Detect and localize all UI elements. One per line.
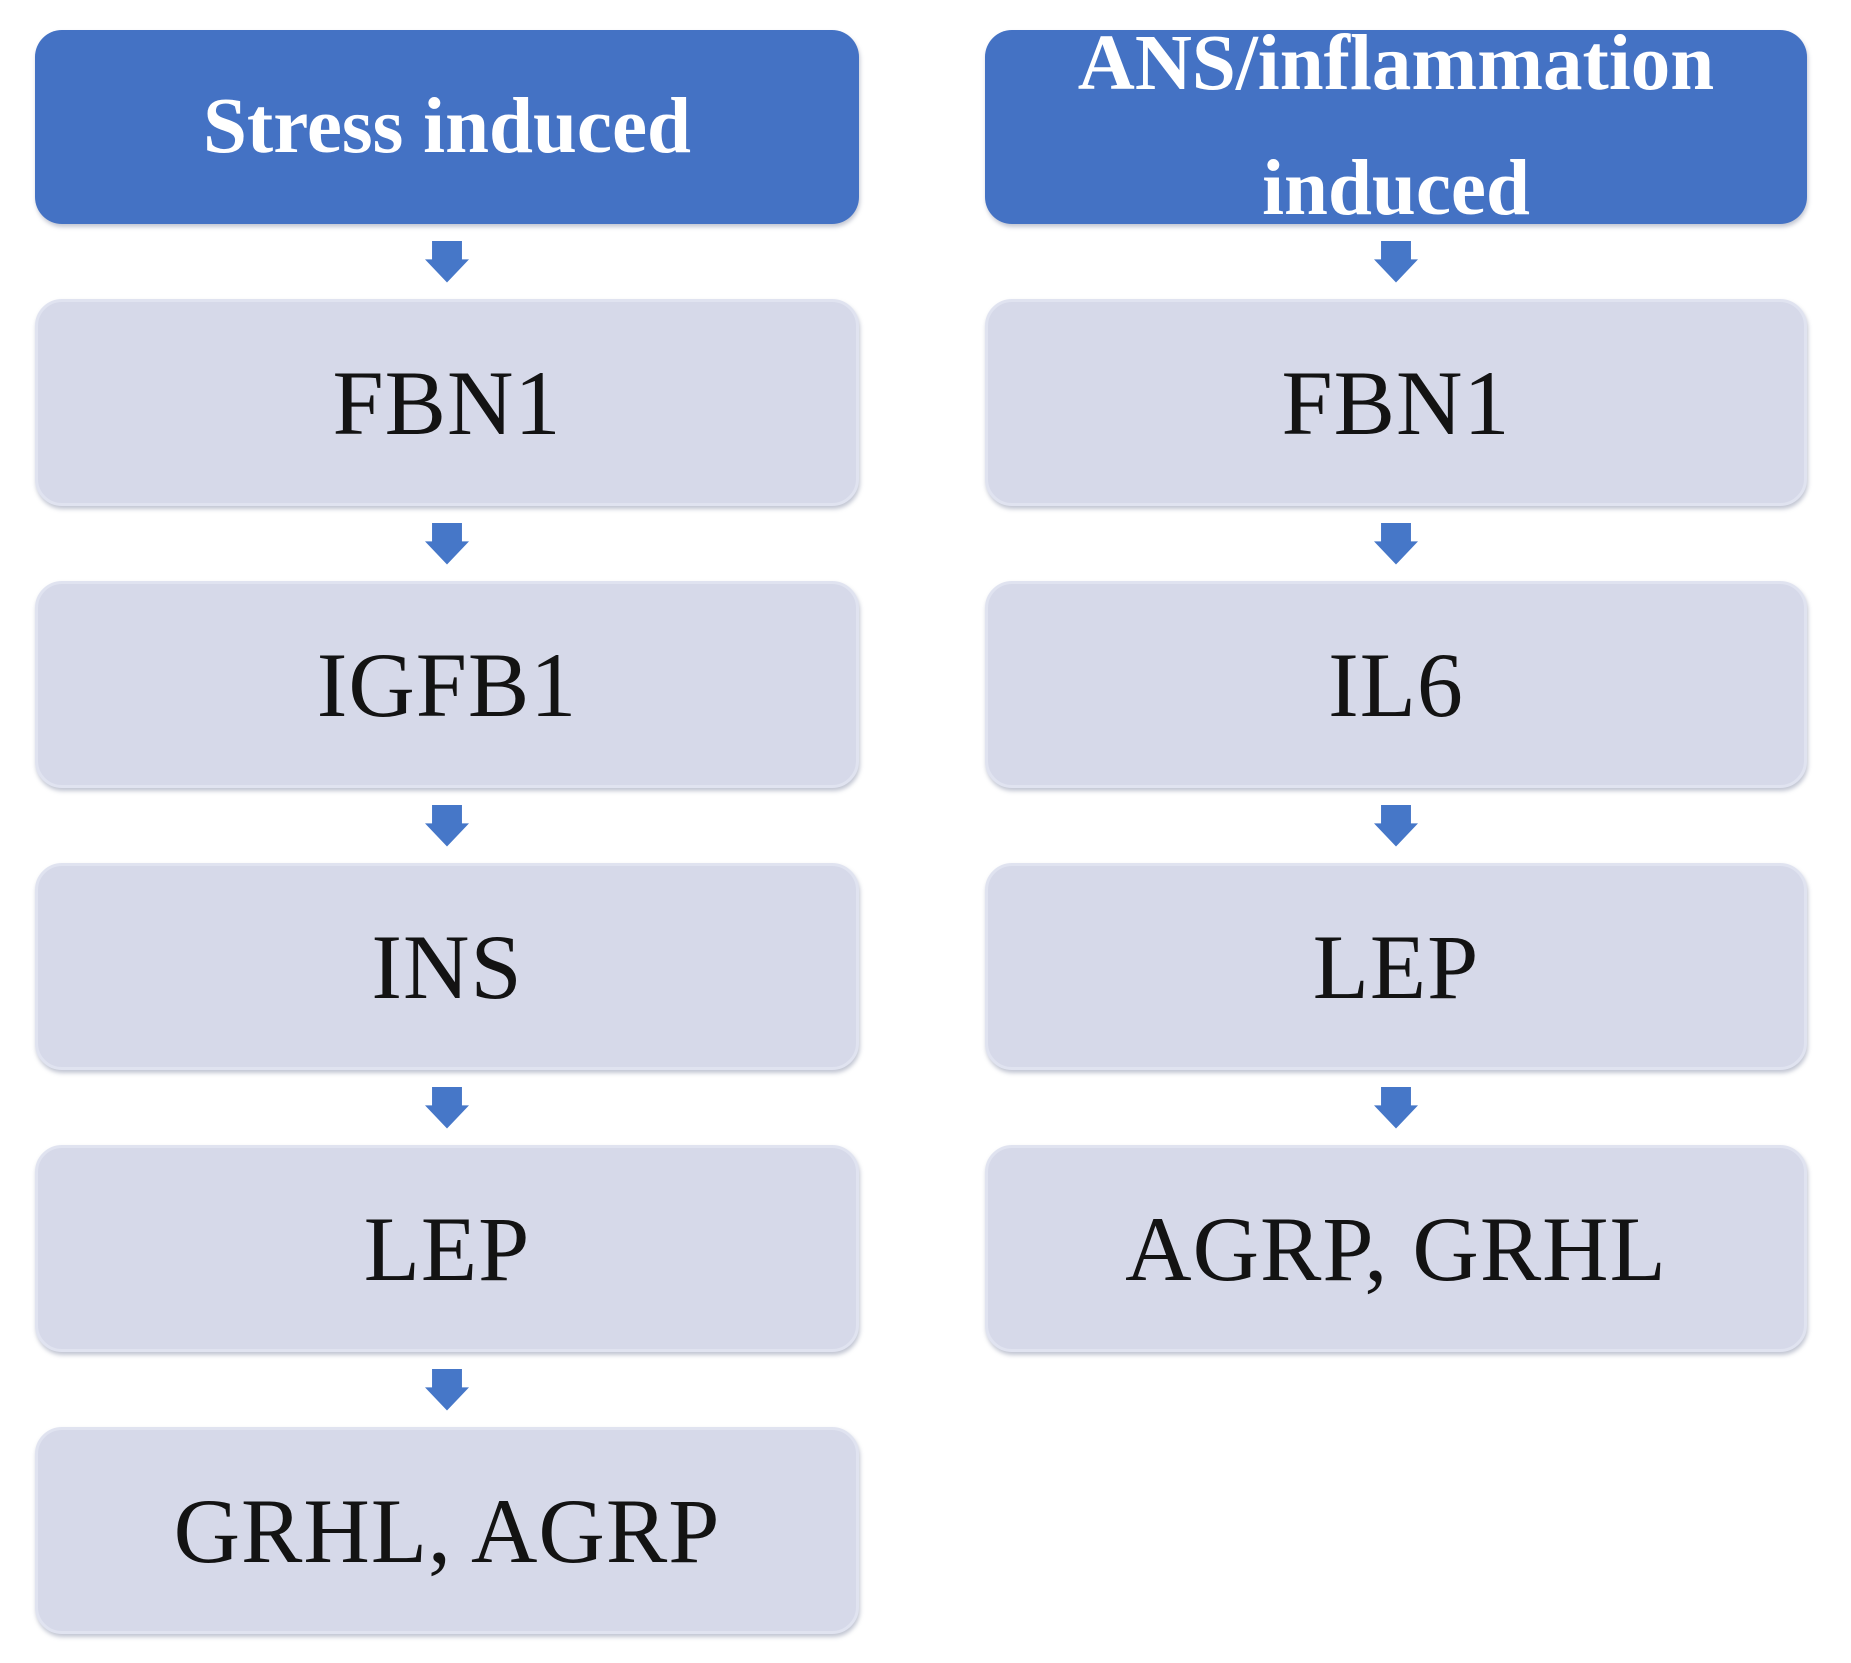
node-box-lep-ans: LEP <box>985 863 1807 1070</box>
down-arrow-icon <box>425 804 469 847</box>
arrow-gap <box>985 1070 1807 1145</box>
arrow-gap <box>35 224 859 299</box>
header-box-stress-induced: Stress induced <box>35 30 859 224</box>
node-box-agrp-grhl: AGRP, GRHL <box>985 1145 1807 1352</box>
node-box-ins: INS <box>35 863 859 1070</box>
down-arrow-icon <box>1374 804 1418 847</box>
down-arrow-icon <box>425 1086 469 1129</box>
node-box-lep-stress: LEP <box>35 1145 859 1352</box>
down-arrow-icon <box>425 240 469 283</box>
arrow-gap <box>985 788 1807 863</box>
arrow-gap <box>985 506 1807 581</box>
node-box-fbn1: FBN1 <box>35 299 859 506</box>
header-box-ans-inflammation-induced: ANS/inflammation induced <box>985 20 1807 232</box>
arrow-gap <box>35 788 859 863</box>
down-arrow-icon <box>1374 240 1418 283</box>
arrow-gap <box>35 1070 859 1145</box>
arrow-gap <box>35 506 859 581</box>
down-arrow-icon <box>1374 1086 1418 1129</box>
node-box-grhl-agrp: GRHL, AGRP <box>35 1427 859 1634</box>
down-arrow-icon <box>1374 522 1418 565</box>
node-box-il6: IL6 <box>985 581 1807 788</box>
down-arrow-icon <box>425 1368 469 1411</box>
column-stress-induced: Stress induced FBN1 IGFB1 INS LEP GRHL, … <box>35 30 859 1634</box>
column-ans-inflammation-induced: ANS/inflammation induced FBN1 IL6 LEP AG… <box>985 20 1807 1352</box>
node-box-fbn1-ans: FBN1 <box>985 299 1807 506</box>
arrow-gap <box>35 1352 859 1427</box>
node-box-igfb1: IGFB1 <box>35 581 859 788</box>
down-arrow-icon <box>425 522 469 565</box>
arrow-gap <box>985 224 1807 299</box>
